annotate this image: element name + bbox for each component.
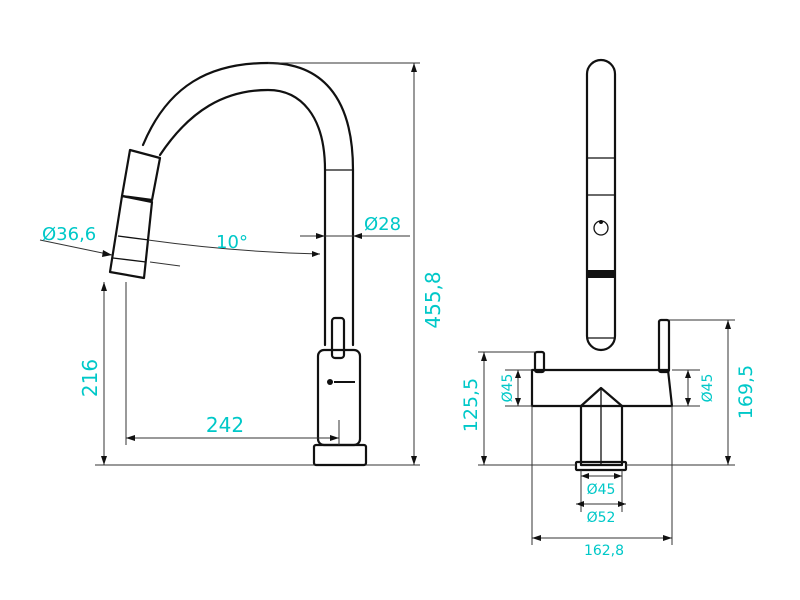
front-base-plate bbox=[574, 460, 628, 472]
dim-spout-diameter-label: Ø28 bbox=[364, 214, 401, 235]
front-view: 125,5 Ø45 Ø45 169,5 Ø45 Ø52 bbox=[460, 58, 757, 559]
dim-height-body-arrow-bottom bbox=[481, 456, 487, 465]
dim-base-inner-arrow-right bbox=[614, 473, 622, 479]
front-spray-nozzle bbox=[587, 270, 615, 278]
spout-outline-inner bbox=[158, 88, 327, 347]
dim-base-outer-arrow-right bbox=[618, 501, 626, 507]
spray-head-ring bbox=[117, 235, 150, 241]
dim-height-body-label: 125,5 bbox=[460, 378, 482, 432]
dim-height-total-label: 455,8 bbox=[421, 271, 445, 328]
dim-right-handle-arrow-top bbox=[685, 370, 691, 378]
dim-left-handle-arrow-bottom bbox=[515, 398, 521, 406]
dim-base-inner-arrow-left bbox=[581, 473, 589, 479]
dim-left-handle-label: Ø45 bbox=[500, 374, 516, 403]
front-spout bbox=[585, 58, 617, 352]
dim-height-body-arrow-top bbox=[481, 352, 487, 361]
dim-width-arrow-left bbox=[532, 535, 541, 541]
dim-angle-arc bbox=[147, 239, 321, 255]
spray-button-dot bbox=[599, 220, 603, 224]
dim-spray-diameter-leader bbox=[39, 239, 113, 256]
dim-angle-leader bbox=[149, 261, 181, 267]
side-base bbox=[312, 443, 368, 467]
dim-height-spray-arrow-bottom bbox=[101, 456, 107, 465]
dim-width-label: 162,8 bbox=[584, 543, 624, 559]
dim-height-handle-arrow-top bbox=[725, 320, 731, 329]
dim-reach-arrow-left bbox=[126, 435, 135, 441]
brand-logo-mark bbox=[327, 379, 333, 385]
dim-spout-diameter-arrow-right bbox=[353, 233, 362, 239]
dim-height-handle-label: 169,5 bbox=[735, 365, 757, 419]
dim-reach-label: 242 bbox=[206, 413, 244, 437]
dim-base-outer-arrow-left bbox=[576, 501, 584, 507]
spray-head-upper bbox=[120, 148, 162, 202]
front-base-stem bbox=[579, 386, 624, 467]
dim-angle-label: 10° bbox=[216, 232, 248, 253]
dim-right-handle-label: Ø45 bbox=[700, 374, 716, 403]
dim-height-handle-arrow-bottom bbox=[725, 456, 731, 465]
dim-spray-diameter-arrow bbox=[102, 250, 112, 257]
dim-right-handle-arrow-bottom bbox=[685, 398, 691, 406]
front-left-handle bbox=[533, 350, 546, 374]
dim-spray-diameter-label: Ø36,6 bbox=[42, 224, 96, 245]
spray-head-lower bbox=[108, 194, 154, 280]
dim-spout-diameter-arrow-left bbox=[316, 233, 325, 239]
dim-height-spray-label: 216 bbox=[78, 359, 102, 397]
side-view: 455,8 216 242 10° Ø36,6 Ø28 bbox=[39, 61, 445, 467]
dim-width-arrow-right bbox=[663, 535, 672, 541]
dim-base-outer-label: Ø52 bbox=[587, 510, 616, 526]
dim-height-total-arrow-top bbox=[411, 63, 417, 72]
dim-base-inner-label: Ø45 bbox=[587, 482, 616, 498]
front-right-handle bbox=[657, 318, 671, 374]
spray-head-ring-2 bbox=[112, 257, 147, 263]
dim-reach-arrow-right bbox=[330, 435, 339, 441]
side-lever bbox=[330, 316, 346, 360]
dim-height-spray-arrow-top bbox=[101, 282, 107, 291]
spout-outline-outer bbox=[141, 61, 355, 347]
dim-left-handle-arrow-top bbox=[515, 370, 521, 378]
dim-angle-arrow bbox=[312, 251, 320, 257]
dim-height-total-arrow-bottom bbox=[411, 456, 417, 465]
